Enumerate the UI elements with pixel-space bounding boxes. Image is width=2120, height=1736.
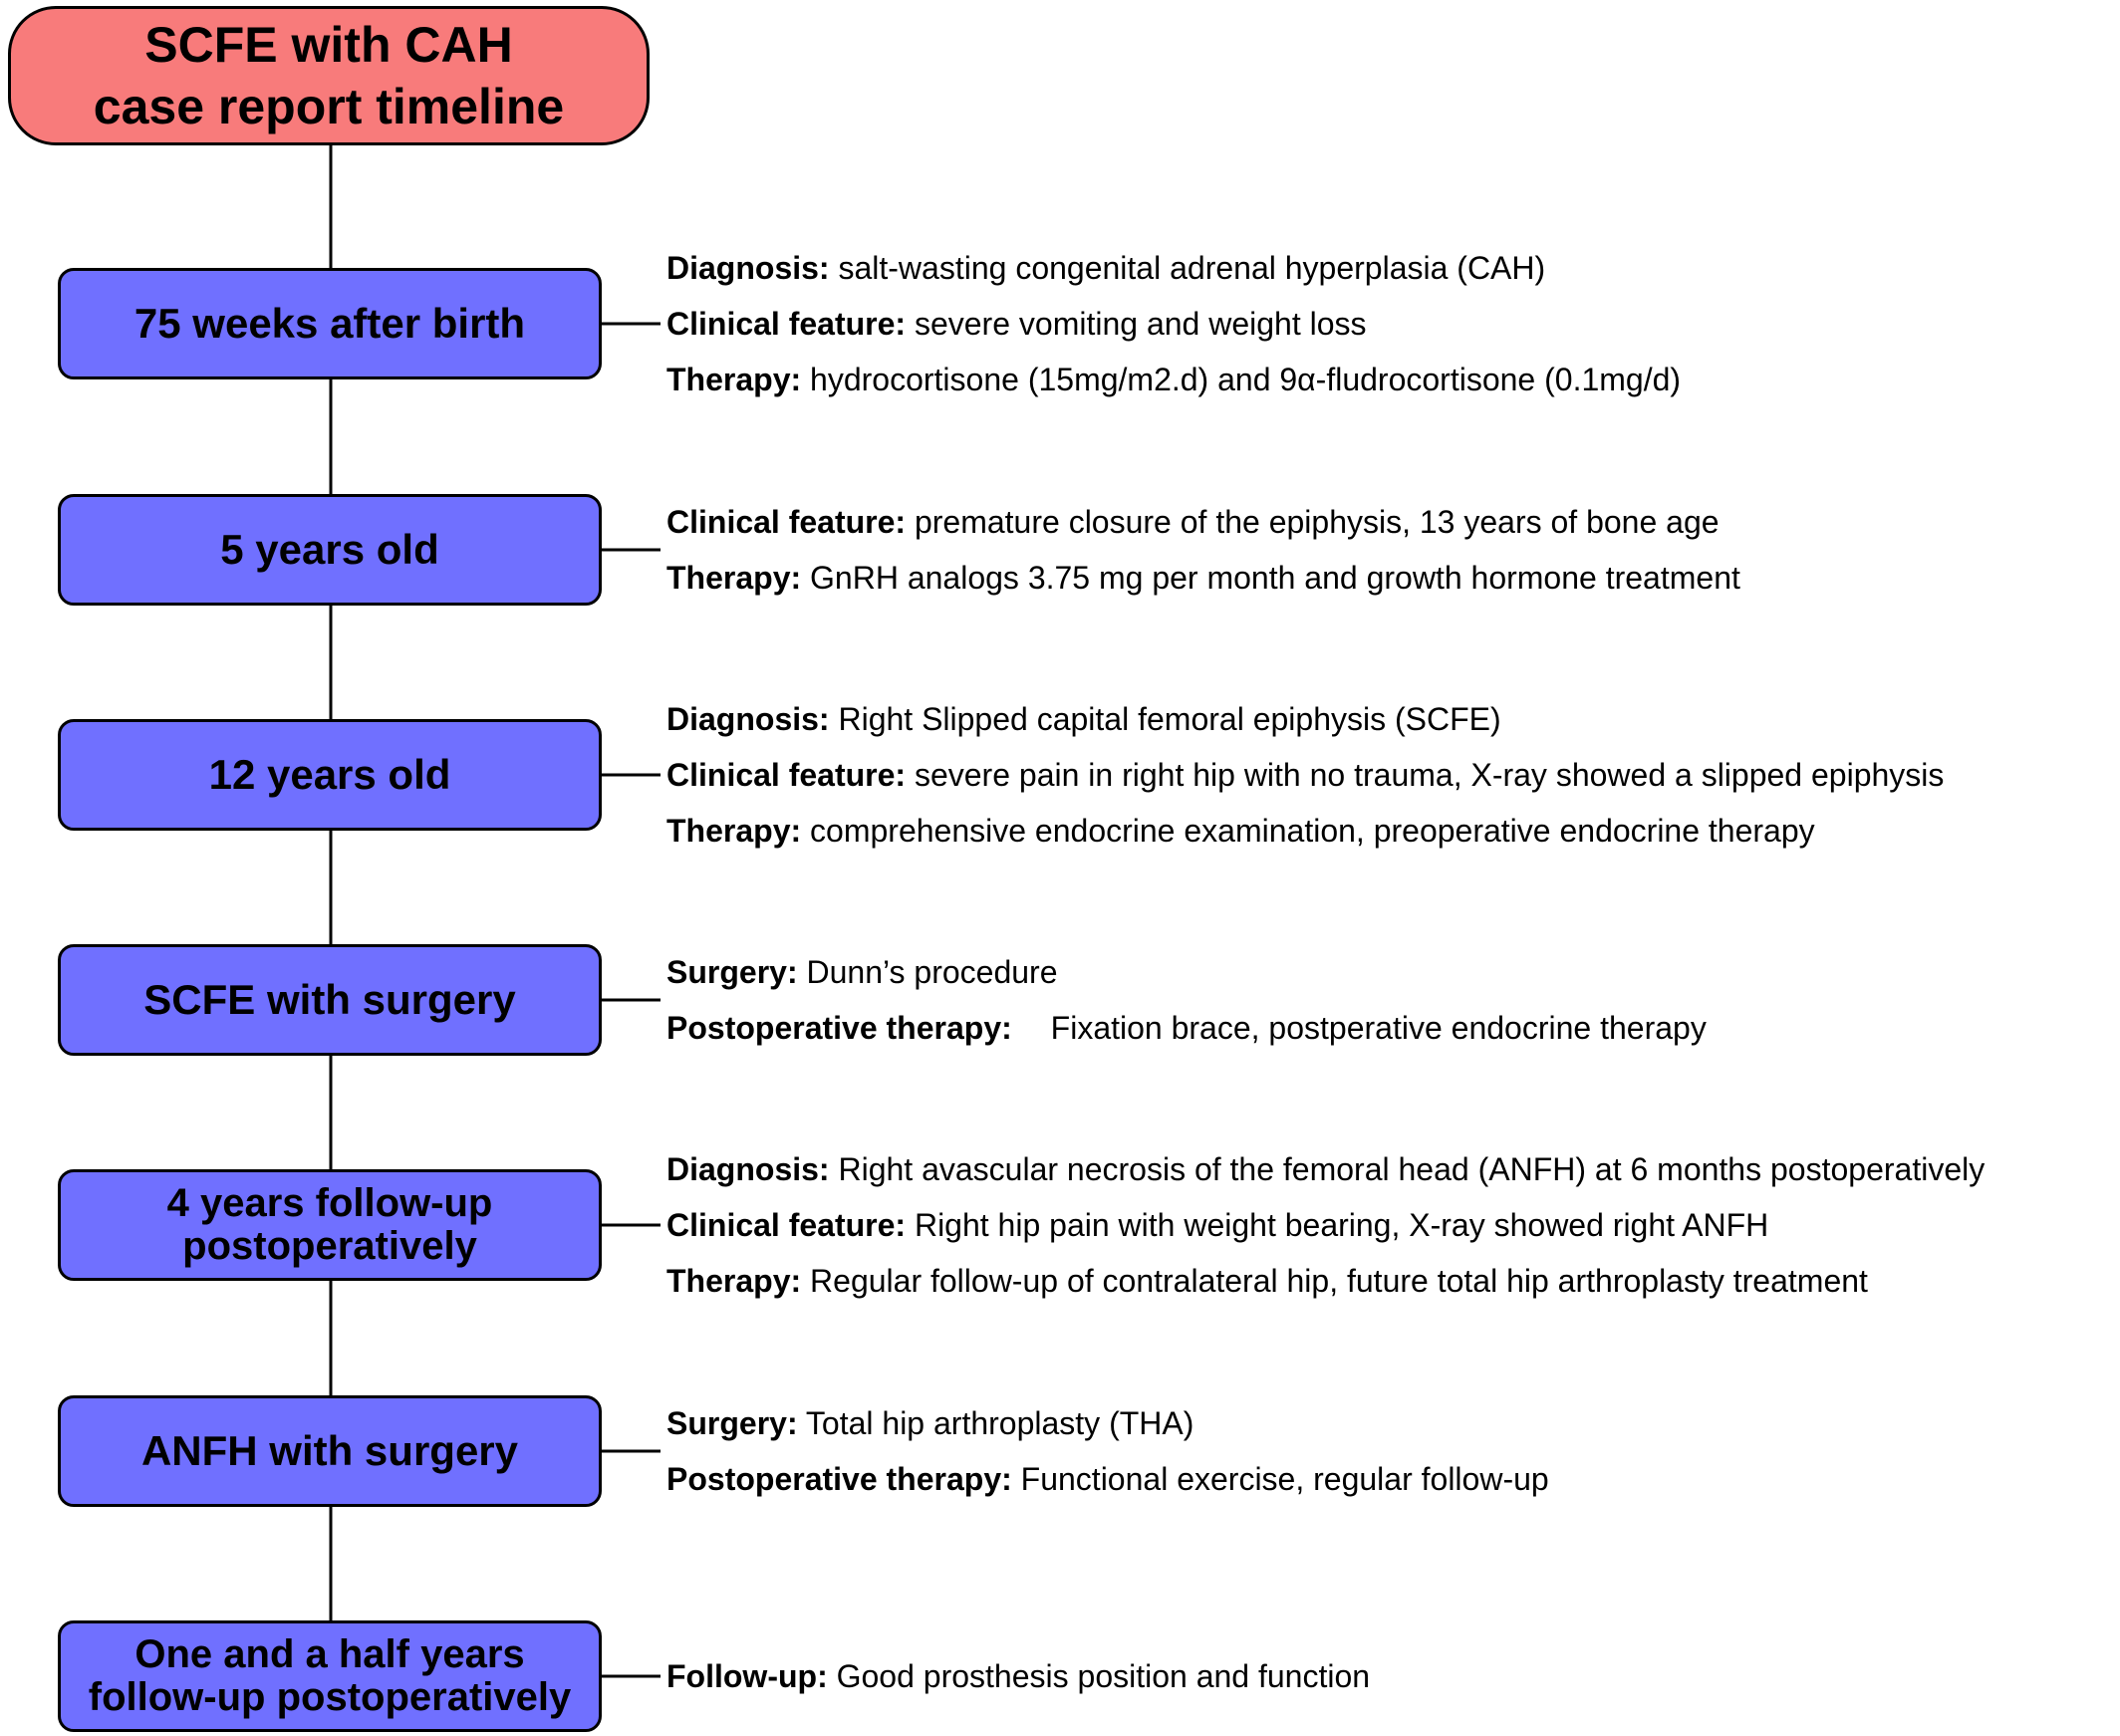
- detail-value: premature closure of the epiphysis, 13 y…: [914, 504, 1720, 540]
- detail-line: Diagnosis: Right avascular necrosis of t…: [666, 1141, 1985, 1197]
- node-details-6: Surgery: Total hip arthroplasty (THA)Pos…: [666, 1395, 1549, 1507]
- detail-key: Clinical feature:: [666, 757, 907, 793]
- detail-key: Clinical feature:: [666, 504, 907, 540]
- detail-key: Therapy:: [666, 560, 802, 596]
- detail-value: Right avascular necrosis of the femoral …: [838, 1151, 1986, 1187]
- detail-value: Right hip pain with weight bearing, X-ra…: [914, 1207, 1769, 1243]
- detail-line: Clinical feature: Right hip pain with we…: [666, 1197, 1985, 1253]
- detail-key: Diagnosis:: [666, 1151, 830, 1187]
- detail-key: Diagnosis:: [666, 701, 830, 737]
- timeline-node-4: SCFE with surgery: [58, 944, 602, 1056]
- detail-key: Surgery:: [666, 954, 798, 990]
- detail-value: hydrocortisone (15mg/m2.d) and 9α-fludro…: [810, 362, 1682, 397]
- detail-line: Therapy: GnRH analogs 3.75 mg per month …: [666, 550, 1740, 606]
- node-label-line: follow-up postoperatively: [88, 1675, 572, 1719]
- node-details-7: Follow-up: Good prosthesis position and …: [666, 1648, 1370, 1704]
- detail-value: Functional exercise, regular follow-up: [1020, 1461, 1549, 1497]
- detail-line: Surgery: Total hip arthroplasty (THA): [666, 1395, 1549, 1451]
- node-details-5: Diagnosis: Right avascular necrosis of t…: [666, 1141, 1985, 1309]
- node-label-line: 12 years old: [208, 751, 451, 798]
- detail-value: Dunn’s procedure: [806, 954, 1058, 990]
- node-details-1: Diagnosis: salt-wasting congenital adren…: [666, 240, 1681, 407]
- detail-value: Regular follow-up of contralateral hip, …: [810, 1263, 1868, 1299]
- detail-key: Postoperative therapy:: [666, 1010, 1012, 1046]
- timeline-node-3: 12 years old: [58, 719, 602, 831]
- detail-line: Clinical feature: severe pain in right h…: [666, 747, 1944, 803]
- node-label-line: postoperatively: [182, 1224, 477, 1268]
- detail-value: Good prosthesis position and function: [836, 1658, 1371, 1694]
- node-details-3: Diagnosis: Right Slipped capital femoral…: [666, 691, 1944, 859]
- detail-line: Follow-up: Good prosthesis position and …: [666, 1648, 1370, 1704]
- node-details-2: Clinical feature: premature closure of t…: [666, 494, 1740, 606]
- detail-key: Clinical feature:: [666, 306, 907, 342]
- detail-line: Therapy: hydrocortisone (15mg/m2.d) and …: [666, 352, 1681, 407]
- detail-value: Total hip arthroplasty (THA): [805, 1405, 1194, 1441]
- detail-value: severe vomiting and weight loss: [914, 306, 1367, 342]
- detail-key: Clinical feature:: [666, 1207, 907, 1243]
- timeline-node-6: ANFH with surgery: [58, 1395, 602, 1507]
- title-line-2: case report timeline: [93, 79, 565, 134]
- detail-line: Therapy: Regular follow-up of contralate…: [666, 1253, 1985, 1309]
- detail-line: Clinical feature: severe vomiting and we…: [666, 296, 1681, 352]
- timeline-node-1: 75 weeks after birth: [58, 268, 602, 379]
- detail-key: Follow-up:: [666, 1658, 828, 1694]
- detail-line: Diagnosis: salt-wasting congenital adren…: [666, 240, 1681, 296]
- detail-line: Therapy: comprehensive endocrine examina…: [666, 803, 1944, 859]
- detail-key: Therapy:: [666, 813, 802, 849]
- detail-value: Right Slipped capital femoral epiphysis …: [838, 701, 1501, 737]
- detail-value: severe pain in right hip with no trauma,…: [914, 757, 1945, 793]
- detail-value: Fixation brace, postperative endocrine t…: [1050, 1010, 1707, 1046]
- title-box: SCFE with CAH case report timeline: [8, 6, 650, 145]
- node-label-line: 5 years old: [220, 526, 439, 573]
- detail-value: GnRH analogs 3.75 mg per month and growt…: [810, 560, 1740, 596]
- detail-line: Postoperative therapy: Fixation brace, p…: [666, 1000, 1707, 1056]
- detail-line: Surgery: Dunn’s procedure: [666, 944, 1707, 1000]
- node-label-line: 75 weeks after birth: [133, 300, 526, 347]
- node-label-line: One and a half years: [134, 1632, 525, 1676]
- node-label-line: SCFE with surgery: [143, 976, 516, 1023]
- detail-key: Surgery:: [666, 1405, 798, 1441]
- title-line-1: SCFE with CAH: [144, 17, 513, 73]
- detail-line: Clinical feature: premature closure of t…: [666, 494, 1740, 550]
- node-label-line: ANFH with surgery: [140, 1427, 519, 1474]
- timeline-node-2: 5 years old: [58, 494, 602, 606]
- detail-key: Postoperative therapy:: [666, 1461, 1012, 1497]
- detail-key: Diagnosis:: [666, 250, 830, 286]
- detail-value: salt-wasting congenital adrenal hyperpla…: [838, 250, 1546, 286]
- detail-value: comprehensive endocrine examination, pre…: [810, 813, 1815, 849]
- node-label-line: 4 years follow-up: [166, 1181, 493, 1225]
- detail-line: Postoperative therapy: Functional exerci…: [666, 1451, 1549, 1507]
- detail-line: Diagnosis: Right Slipped capital femoral…: [666, 691, 1944, 747]
- detail-key: Therapy:: [666, 362, 802, 397]
- detail-key: Therapy:: [666, 1263, 802, 1299]
